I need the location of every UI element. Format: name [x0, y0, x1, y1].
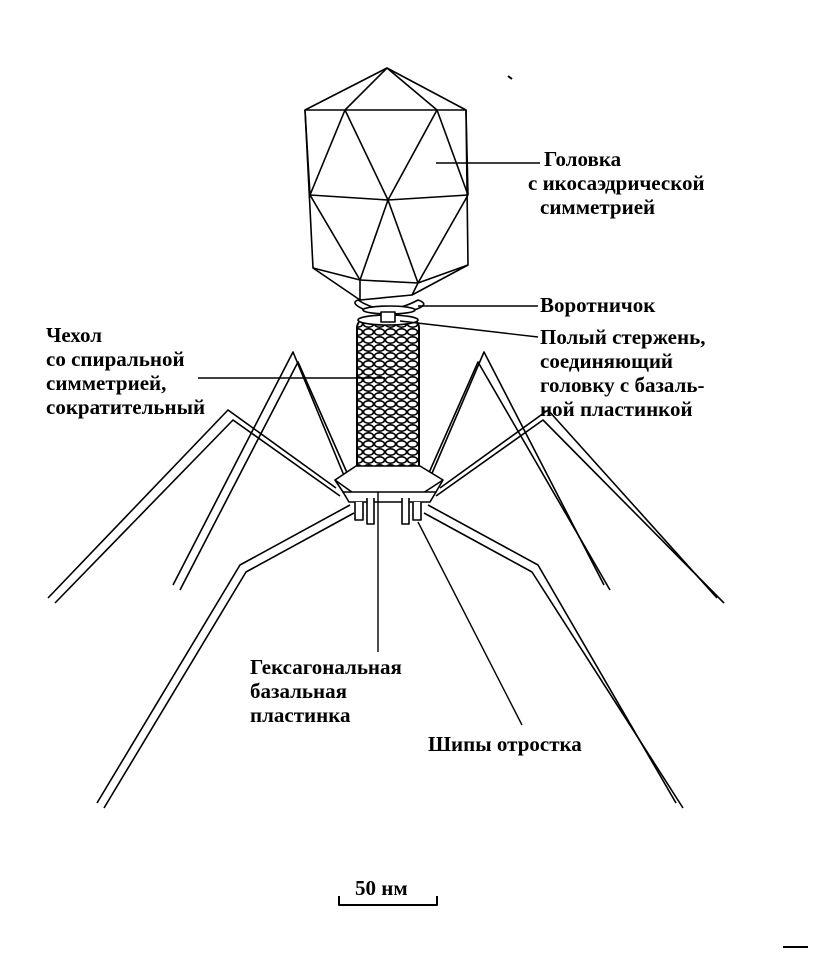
label-core-line-2: соединяющий [540, 349, 674, 373]
label-core-line-3: головку с базаль- [540, 373, 705, 397]
label-core-line-1: Полый стержень, [540, 325, 706, 349]
label-baseplate-line-1: Гексагональная [250, 655, 402, 679]
baseplate [334, 465, 444, 525]
leader-core [399, 320, 539, 338]
leader-lines [198, 162, 540, 726]
tail-fiber [103, 512, 355, 809]
scale-bar-label: 50 нм [355, 876, 408, 900]
label-sheath-line-1: Чехол [46, 323, 103, 347]
label-baseplate: Гексагональная базальная пластинка [250, 655, 450, 727]
label-baseplate-line-3: пластинка [250, 703, 351, 727]
scale-bar [338, 896, 438, 906]
tail-fiber [96, 504, 351, 804]
label-sheath-line-4: сократительный [46, 395, 206, 419]
tail-fiber [429, 351, 605, 586]
tail-fiber [54, 419, 341, 604]
tail-fiber [435, 419, 725, 604]
leader-spikes [417, 521, 523, 726]
label-head: Головка с икосаэдрической симметрией [528, 147, 778, 219]
tail-fibers [47, 351, 725, 809]
label-head-line-2: с икосаэдрической [528, 171, 705, 195]
head [304, 67, 469, 301]
label-baseplate-line-2: базальная [250, 679, 347, 703]
tail-fiber [427, 504, 677, 804]
tail-fiber [423, 361, 611, 591]
label-core: Полый стержень, соединяющий головку с ба… [540, 325, 780, 421]
tail-fiber [172, 351, 346, 586]
tail-sheath [356, 311, 420, 477]
label-sheath: Чехол со спиральной симметрией, сократит… [46, 323, 246, 419]
label-spikes: Шипы отростка [428, 732, 582, 756]
label-head-line-1: Головка [544, 147, 622, 171]
tail-fiber [47, 409, 337, 599]
label-sheath-line-3: симметрией, [46, 371, 167, 395]
label-collar: Воротничок [540, 293, 656, 317]
label-core-line-4: ной пластинкой [540, 397, 693, 421]
print-mark [507, 75, 513, 80]
tail-fiber [423, 512, 684, 809]
label-head-line-3: симметрией [540, 195, 656, 219]
label-sheath-line-2: со спиральной [46, 347, 185, 371]
tail-fiber [179, 361, 353, 591]
tail-fiber [439, 409, 718, 599]
